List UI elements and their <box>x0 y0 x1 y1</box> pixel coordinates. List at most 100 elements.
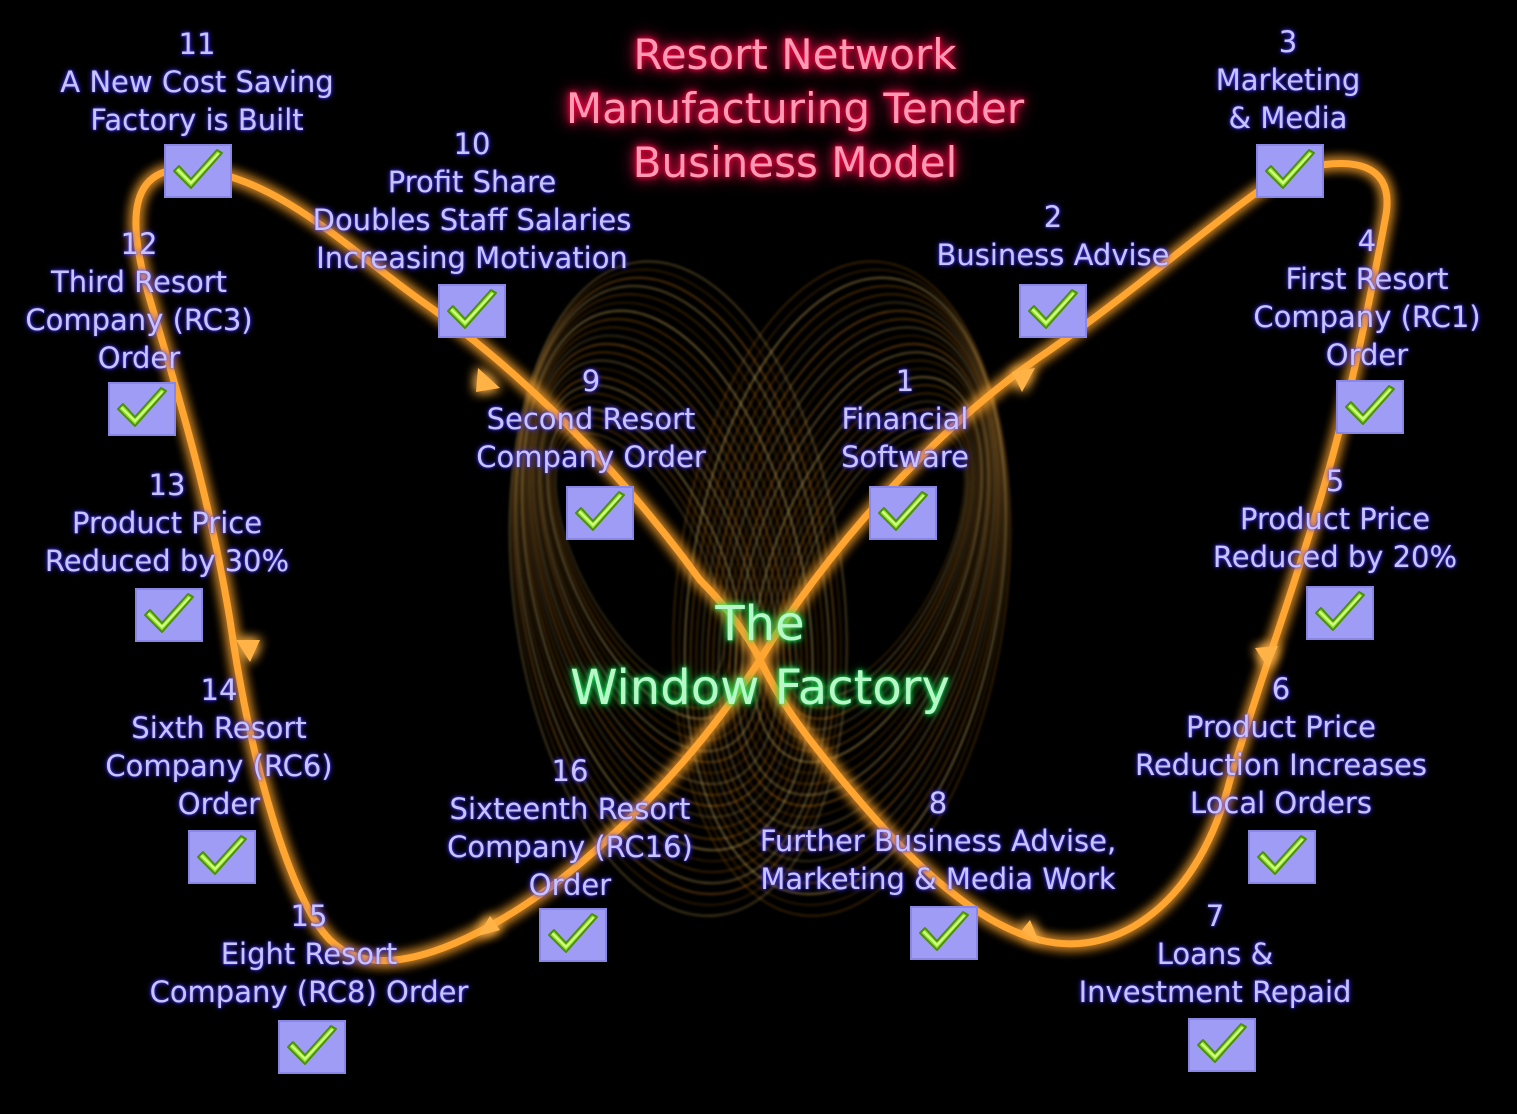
step-9-checkbox-icon <box>566 486 634 540</box>
step-number: 2 <box>1043 200 1063 234</box>
attractor-orbit <box>684 277 1007 895</box>
arrow-head <box>478 916 500 936</box>
attractor-orbit <box>717 326 995 829</box>
attractor-orbit <box>539 384 763 752</box>
step-text-line: Business Advise <box>936 238 1170 272</box>
checkmark-icon <box>173 149 223 189</box>
step-5-checkbox-icon <box>1306 586 1374 640</box>
attractor-orbit <box>723 335 993 818</box>
step-number: 16 <box>551 754 589 788</box>
step-text-line: Order <box>177 787 261 821</box>
title-line: Business Model <box>632 138 958 187</box>
attractor-orbit <box>549 416 738 709</box>
center-line: Window Factory <box>570 660 950 716</box>
step-number: 1 <box>895 364 915 398</box>
attractor-orbit <box>533 359 780 785</box>
checkmark-icon <box>878 491 928 531</box>
step-text-line: Further Business Advise, <box>759 824 1117 858</box>
checkmark-icon <box>919 911 969 951</box>
step-text-line: Company (RC6) <box>105 749 333 783</box>
attractor-orbit <box>511 268 842 906</box>
step-number: 5 <box>1325 464 1345 498</box>
checkmark-icon <box>548 913 598 953</box>
step-text-line: Eight Resort <box>220 937 398 971</box>
checkmark-icon <box>447 289 497 329</box>
step-text-line: Company (RC8) Order <box>149 975 469 1009</box>
step-text-line: Reduced by 30% <box>44 544 290 578</box>
step-text-line: Doubles Staff Salaries <box>312 203 632 237</box>
checkmark-icon <box>117 387 167 427</box>
attractor-orbit <box>517 293 825 873</box>
step-6-checkbox-icon <box>1248 830 1316 884</box>
checkmark-icon <box>197 835 247 875</box>
step-text-line: A New Cost Saving <box>60 65 334 99</box>
attractor-orbit <box>712 318 997 840</box>
step-text-line: Factory is Built <box>90 103 304 137</box>
attractor-orbit <box>782 416 971 709</box>
step-number: 6 <box>1271 672 1291 706</box>
checkmark-icon <box>144 593 194 633</box>
center-brand-label: The Window Factory <box>470 592 1050 720</box>
attractor-orbit <box>535 368 774 774</box>
checkmark-icon <box>1345 385 1395 425</box>
step-text-line: Company (RC1) <box>1253 300 1481 334</box>
step-7-checkbox-icon <box>1188 1018 1256 1072</box>
attractor-orbit <box>729 343 991 807</box>
checkmark-icon <box>1265 149 1315 189</box>
step-number: 14 <box>200 673 238 707</box>
attractor-orbit <box>531 351 786 796</box>
step-text-line: Financial <box>841 402 969 436</box>
center-line: The <box>715 596 805 652</box>
step-4-checkbox-icon <box>1336 380 1404 434</box>
step-text-line: Increasing Motivation <box>316 241 628 275</box>
step-3-checkbox-icon <box>1256 144 1324 198</box>
step-text-line: Reduction Increases <box>1134 748 1428 782</box>
step-text-line: Marketing <box>1215 63 1361 97</box>
step-12-checkbox-icon <box>108 382 176 436</box>
step-text-line: Sixteenth Resort <box>449 792 691 826</box>
attractor-orbit <box>529 343 791 807</box>
attractor-orbit <box>515 285 831 884</box>
step-text-line: Order <box>97 341 181 375</box>
step-text-line: Product Price <box>1185 710 1377 744</box>
step-number: 11 <box>178 27 216 61</box>
step-2-checkbox-icon <box>1019 284 1087 338</box>
attractor-orbit <box>527 335 797 818</box>
step-text-line: First Resort <box>1285 262 1449 296</box>
attractor-orbit <box>746 368 985 774</box>
attractor-orbit <box>734 351 989 796</box>
step-text-line: Local Orders <box>1190 786 1372 820</box>
step-14-checkbox-icon <box>188 830 256 884</box>
step-number: 7 <box>1205 899 1225 933</box>
checkmark-icon <box>287 1025 337 1065</box>
attractor-orbit <box>541 392 757 741</box>
checkmark-icon <box>1028 289 1078 329</box>
butterfly-attractor-swirl <box>508 260 1012 917</box>
attractor-orbit <box>706 310 999 851</box>
step-text-line: Order <box>1325 338 1409 372</box>
arrow-head <box>236 640 260 662</box>
step-text-line: Company (RC3) <box>25 303 253 337</box>
attractor-orbit <box>525 326 803 829</box>
step-number: 3 <box>1278 25 1298 59</box>
arrow-head <box>476 368 500 392</box>
step-text-line: Product Price <box>1239 502 1431 536</box>
step-1-checkbox-icon <box>869 486 937 540</box>
step-text-line: Order <box>528 868 612 902</box>
flow-loop-path <box>132 159 1391 964</box>
arrow-head <box>1012 368 1035 392</box>
step-text-line: Second Resort <box>486 402 696 436</box>
